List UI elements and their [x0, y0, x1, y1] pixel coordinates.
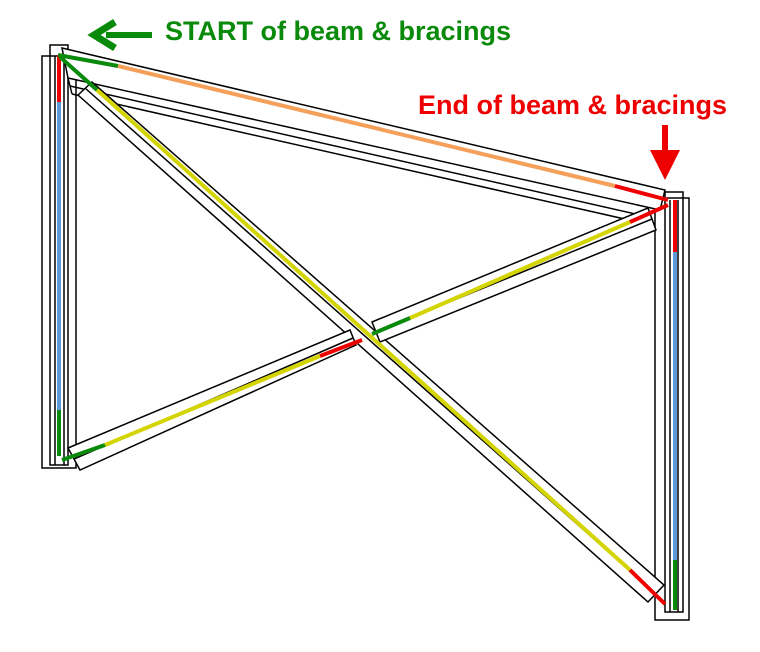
bracing-1-middle	[95, 88, 632, 572]
start-arrow-icon	[87, 19, 152, 51]
end-label: End of beam & bracings	[418, 90, 728, 120]
bracing-1-start	[58, 55, 99, 92]
beam-start	[57, 53, 119, 68]
end-arrow-icon	[650, 125, 680, 180]
bracing-2a-end	[319, 338, 363, 358]
bracing-1-end	[628, 568, 667, 606]
beam-end	[614, 184, 669, 202]
bracing-2a-start	[61, 443, 106, 462]
bracing-2a-middle	[104, 354, 321, 447]
beam-middle	[117, 64, 616, 188]
start-label: START of beam & bracings	[165, 16, 512, 46]
bracing-2b-start	[371, 316, 411, 336]
bracing-2b-end	[629, 203, 669, 224]
bracing-2b-middle	[409, 220, 631, 320]
right-column	[654, 191, 690, 621]
